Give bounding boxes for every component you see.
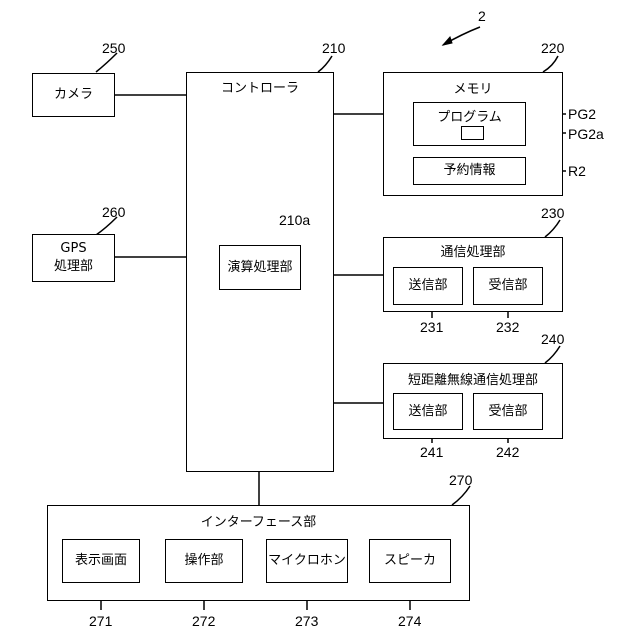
speaker-ref: 274 [398, 613, 421, 629]
camera-label: カメラ [54, 86, 93, 104]
comm-rx-box: 受信部 [473, 267, 543, 305]
comm-rx-label: 受信部 [488, 277, 527, 295]
interface-item-microphone: マイクロホン [266, 539, 348, 583]
controller-label: コントローラ [187, 77, 333, 96]
leader-270 [452, 486, 470, 505]
leader-240 [545, 346, 560, 363]
shortrange-label: 短距離無線通信処理部 [384, 369, 562, 388]
shortrange-rx-ref: 242 [496, 444, 519, 460]
gps-label-line2: 処理部 [54, 258, 93, 276]
shortrange-rx-box: 受信部 [473, 393, 543, 430]
shortrange-tx-box: 送信部 [393, 393, 463, 430]
program-part-box [461, 126, 484, 140]
operation-label: 操作部 [184, 552, 223, 570]
speaker-label: スピーカ [384, 552, 436, 570]
shortrange-rx-label: 受信部 [488, 403, 527, 421]
comm-tx-label: 送信部 [408, 277, 447, 295]
interface-item-operation: 操作部 [165, 539, 243, 583]
shortrange-ref: 240 [541, 331, 564, 347]
comm-label: 通信処理部 [384, 241, 562, 260]
reservation-label: 予約情報 [443, 162, 495, 180]
camera-ref: 250 [102, 40, 125, 56]
display-ref: 271 [89, 613, 112, 629]
shortrange-tx-label: 送信部 [408, 403, 447, 421]
gps-box: GPS 処理部 [32, 234, 115, 282]
shortrange-tx-ref: 241 [420, 444, 443, 460]
program-ref: PG2 [568, 106, 596, 122]
leader-210 [318, 56, 332, 72]
memory-ref: 220 [541, 40, 564, 56]
leader-2-arrowhead [443, 37, 452, 45]
interface-label: インターフェース部 [48, 511, 469, 530]
comm-tx-box: 送信部 [393, 267, 463, 305]
operation-ref: 272 [192, 613, 215, 629]
figure-ref: 2 [478, 8, 486, 24]
gps-ref: 260 [102, 204, 125, 220]
leader-220 [543, 56, 558, 72]
controller-ref: 210 [322, 40, 345, 56]
gps-label-line1: GPS [60, 240, 86, 258]
program-part-ref: PG2a [568, 126, 604, 142]
interface-item-speaker: スピーカ [369, 539, 451, 583]
comm-tx-ref: 231 [420, 319, 443, 335]
calc-box: 演算処理部 [219, 245, 301, 290]
comm-rx-ref: 232 [496, 319, 519, 335]
calc-label: 演算処理部 [227, 259, 292, 277]
camera-box: カメラ [32, 73, 115, 117]
leader-230 [545, 220, 560, 237]
comm-ref: 230 [541, 205, 564, 221]
calc-ref: 210a [279, 212, 310, 228]
memory-label: メモリ [384, 78, 562, 97]
display-label: 表示画面 [75, 552, 127, 570]
microphone-label: マイクロホン [268, 552, 346, 570]
program-label: プログラム [414, 106, 525, 125]
microphone-ref: 273 [295, 613, 318, 629]
reservation-box: 予約情報 [413, 157, 526, 185]
interface-ref: 270 [449, 472, 472, 488]
interface-item-display: 表示画面 [62, 539, 140, 583]
reservation-ref: R2 [568, 163, 586, 179]
